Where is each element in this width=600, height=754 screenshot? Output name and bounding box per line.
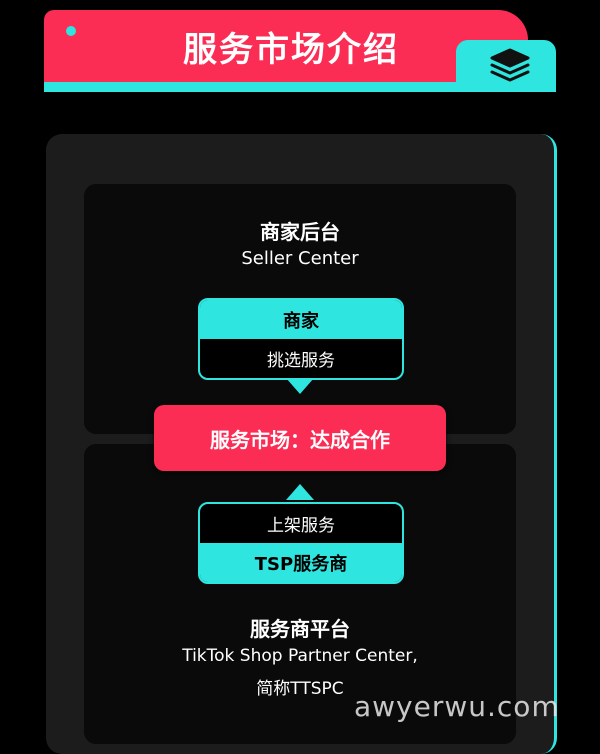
provider-box: 上架服务 TSP服务商 [198, 502, 404, 584]
arrow-down-icon [286, 378, 314, 394]
partner-platform-name: TikTok Shop Partner Center, [182, 646, 418, 666]
seller-center-subtitle: Seller Center [241, 248, 359, 269]
partner-platform-title: 服务商平台 [250, 617, 350, 641]
page-title: 服务市场介绍 [183, 30, 399, 70]
merchant-label: 商家 [200, 300, 402, 339]
layers-icon [490, 48, 530, 82]
arrow-up-icon [286, 484, 314, 500]
seller-center-title: 商家后台 [260, 220, 340, 244]
tsp-provider-label: TSP服务商 [200, 543, 402, 582]
service-market-box: 服务市场：达成合作 [154, 405, 446, 471]
merchant-box: 商家 挑选服务 [198, 298, 404, 380]
header-title-tab [116, 10, 466, 74]
header-icon-tab [456, 40, 556, 92]
list-service-label: 上架服务 [267, 516, 335, 536]
header-dot [66, 26, 76, 36]
watermark: awyerwu.com [354, 690, 560, 723]
partner-platform-abbrev: 简称TTSPC [256, 679, 344, 699]
select-service-label: 挑选服务 [267, 351, 335, 371]
